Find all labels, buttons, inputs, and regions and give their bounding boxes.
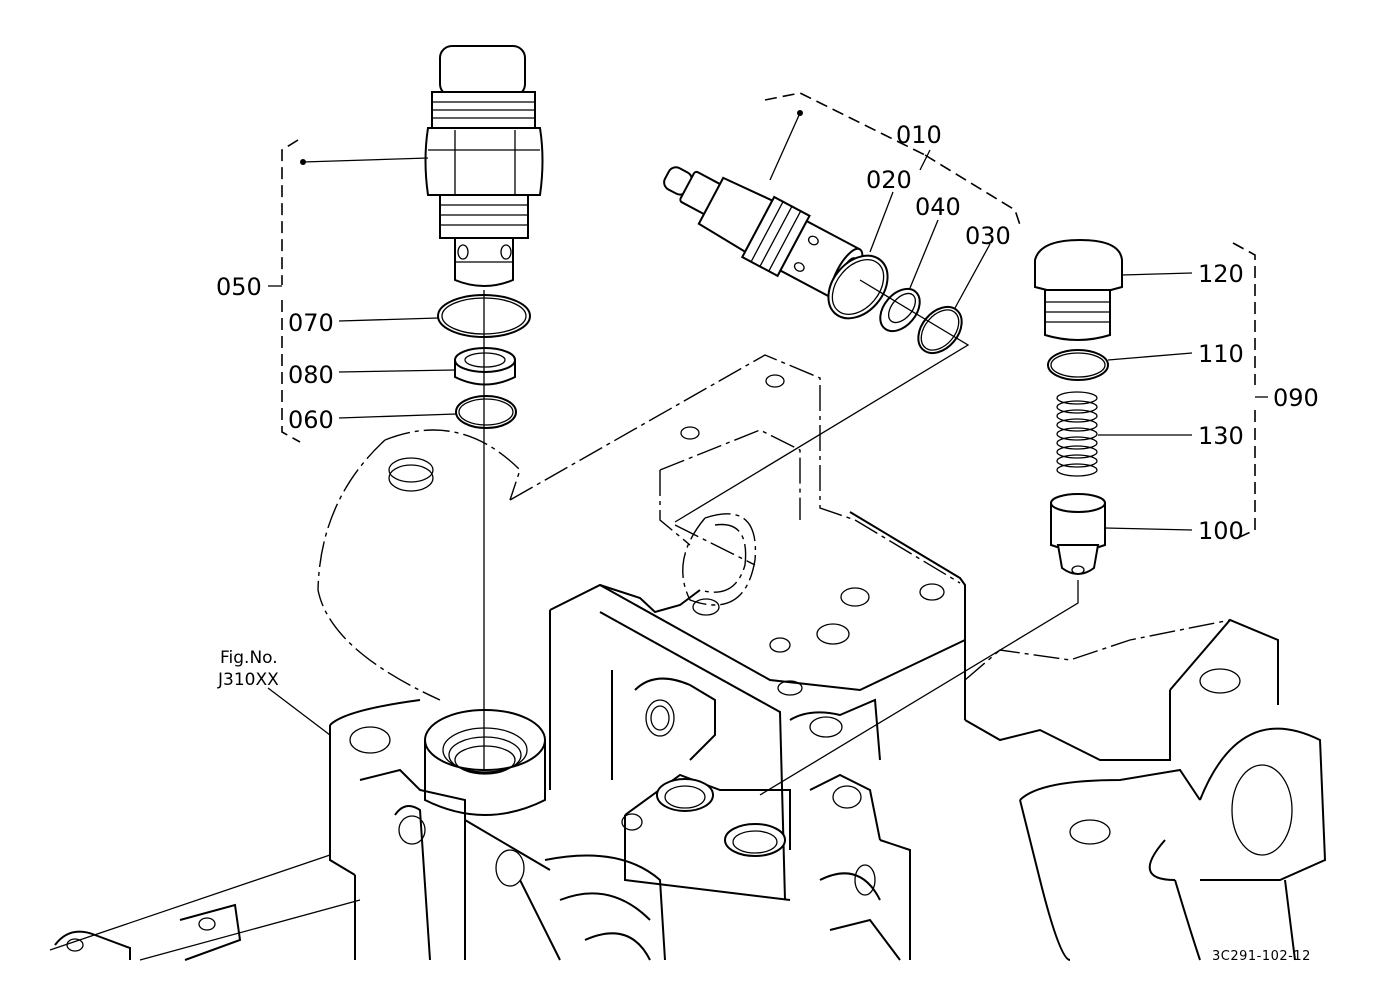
leader-100 <box>1104 527 1193 531</box>
part-050-relief-cartridge <box>424 45 544 287</box>
fig-reference-leader <box>267 687 331 736</box>
callout-130: 130 <box>1198 422 1244 450</box>
callout-010: 010 <box>896 121 942 149</box>
part-110-o-ring <box>1047 349 1109 381</box>
leader-060 <box>338 413 457 419</box>
part-120-plug <box>1034 238 1123 341</box>
callout-070: 070 <box>288 309 334 337</box>
fig-reference-title: Fig.No. <box>220 648 278 668</box>
callout-080: 080 <box>288 361 334 389</box>
assembly-010-boundary <box>764 92 1021 226</box>
leader-070 <box>338 317 439 322</box>
callout-030: 030 <box>965 222 1011 250</box>
leader-010-dot <box>797 110 803 116</box>
callout-020: 020 <box>866 166 912 194</box>
callout-050: 050 <box>216 273 262 301</box>
part-080-backup-ring <box>454 347 516 386</box>
leader-010-bracket <box>919 149 931 171</box>
callout-100: 100 <box>1198 517 1244 545</box>
part-130-spring <box>1056 391 1098 477</box>
leader-080 <box>338 369 456 373</box>
leader-110 <box>1107 352 1193 361</box>
leader-050-dot <box>300 159 306 165</box>
drawing-code: 3C291-102-12 <box>1212 949 1311 964</box>
assembly-090-boundary <box>1232 242 1256 541</box>
assembly-050-boundary <box>281 139 301 443</box>
centerline-090 <box>759 580 1079 796</box>
valve-housing <box>49 354 1327 961</box>
centerline-010 <box>674 279 970 523</box>
leader-030 <box>954 243 991 309</box>
leader-020 <box>869 191 894 253</box>
leader-010-line <box>769 112 801 181</box>
callout-040: 040 <box>915 193 961 221</box>
fig-reference-number: J310XX <box>217 670 279 690</box>
callout-110: 110 <box>1198 340 1244 368</box>
part-100-poppet <box>1050 493 1106 575</box>
part-060-o-ring <box>455 395 517 429</box>
leader-120 <box>1121 272 1193 276</box>
part-040-backup-ring <box>879 287 921 333</box>
callout-060: 060 <box>288 406 334 434</box>
part-030-o-ring <box>917 305 963 355</box>
callout-090: 090 <box>1273 384 1319 412</box>
leader-050-line <box>302 157 429 163</box>
leader-040 <box>909 219 939 289</box>
callout-120: 120 <box>1198 260 1244 288</box>
part-020-o-ring <box>827 254 889 320</box>
